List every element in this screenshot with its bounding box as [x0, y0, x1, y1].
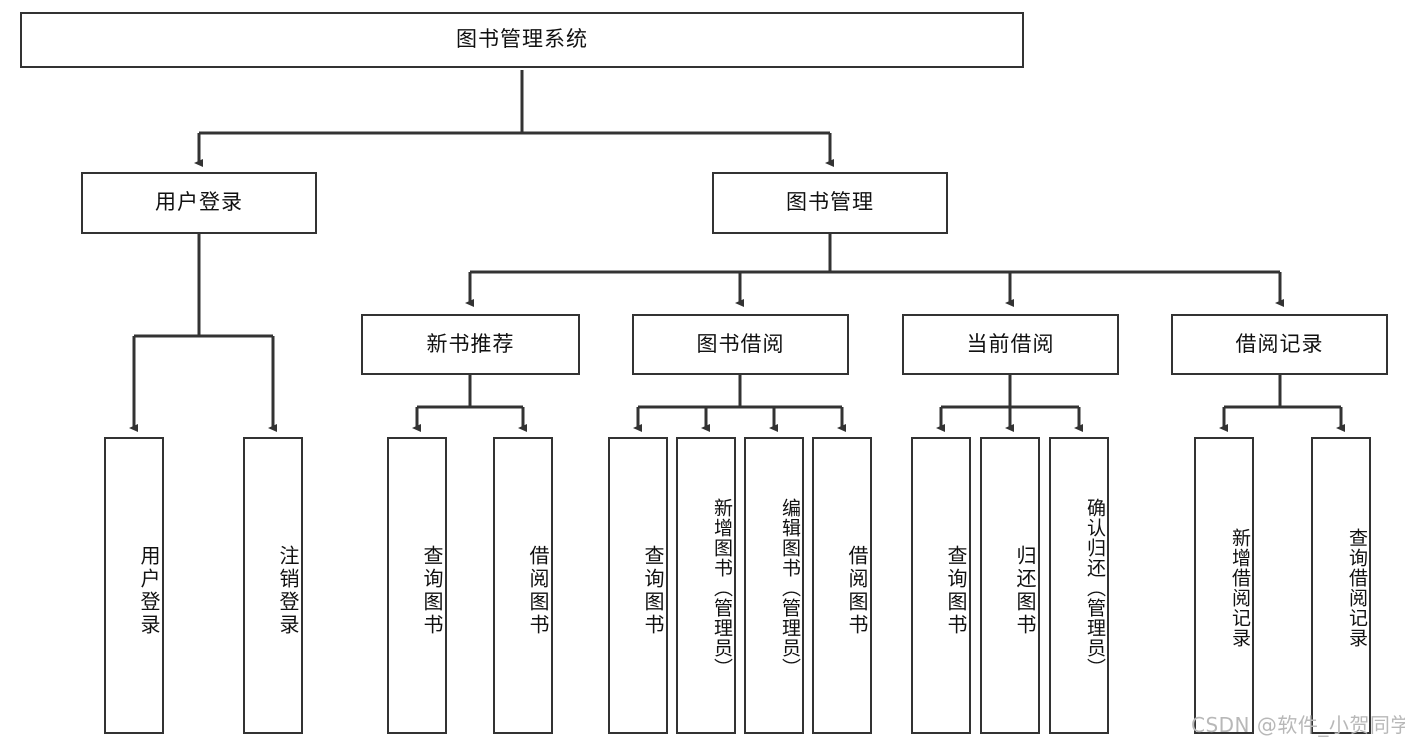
- node-leaf-edit-book-admin[interactable]: 编辑图书（管理员）: [744, 437, 804, 734]
- node-label: 新书推荐: [426, 331, 515, 356]
- node-borrow-record[interactable]: 借阅记录: [1171, 314, 1388, 375]
- node-label: 借阅图书: [526, 544, 550, 637]
- node-label: 图书借阅: [696, 331, 785, 356]
- node-label: 借阅记录: [1235, 331, 1324, 356]
- node-label: 确认归还（管理员）: [1084, 497, 1106, 678]
- node-leaf-query-book-borrow[interactable]: 查询图书: [608, 437, 668, 734]
- watermark: CSDN @软件_小贺同学: [1191, 713, 1405, 737]
- node-label: 编辑图书（管理员）: [779, 497, 801, 678]
- node-leaf-query-borrow-record[interactable]: 查询借阅记录: [1311, 437, 1371, 734]
- node-leaf-confirm-return-admin[interactable]: 确认归还（管理员）: [1049, 437, 1109, 734]
- node-leaf-return-book[interactable]: 归还图书: [980, 437, 1040, 734]
- node-book-borrow[interactable]: 图书借阅: [632, 314, 849, 375]
- node-leaf-logout[interactable]: 注销登录: [243, 437, 303, 734]
- node-book-management[interactable]: 图书管理: [712, 172, 948, 234]
- node-label: 借阅图书: [845, 544, 869, 637]
- node-label: 图书管理: [786, 190, 874, 215]
- node-new-book-recommend[interactable]: 新书推荐: [361, 314, 580, 375]
- node-label: 查询图书: [641, 544, 665, 637]
- node-leaf-borrow-book[interactable]: 借阅图书: [812, 437, 872, 734]
- node-leaf-query-book-current[interactable]: 查询图书: [911, 437, 971, 734]
- node-user-login[interactable]: 用户登录: [81, 172, 317, 234]
- node-label: 注销登录: [276, 544, 300, 637]
- node-label: 归还图书: [1013, 544, 1037, 637]
- node-current-borrow[interactable]: 当前借阅: [902, 314, 1119, 375]
- node-label: 查询图书: [944, 544, 968, 637]
- node-label: 查询借阅记录: [1346, 527, 1368, 648]
- node-label: 图书管理系统: [456, 27, 588, 52]
- node-label: 用户登录: [155, 190, 243, 215]
- node-label: 新增图书（管理员）: [711, 497, 733, 678]
- node-leaf-add-borrow-record[interactable]: 新增借阅记录: [1194, 437, 1254, 734]
- node-label: 用户登录: [137, 544, 161, 637]
- node-leaf-user-login[interactable]: 用户登录: [104, 437, 164, 734]
- node-label: 新增借阅记录: [1229, 527, 1251, 648]
- node-leaf-borrow-book-recommend[interactable]: 借阅图书: [493, 437, 553, 734]
- node-leaf-query-book-recommend[interactable]: 查询图书: [387, 437, 447, 734]
- node-root-book-management-system[interactable]: 图书管理系统: [20, 12, 1024, 68]
- node-leaf-add-book-admin[interactable]: 新增图书（管理员）: [676, 437, 736, 734]
- node-label: 当前借阅: [966, 331, 1055, 356]
- node-label: 查询图书: [420, 544, 444, 637]
